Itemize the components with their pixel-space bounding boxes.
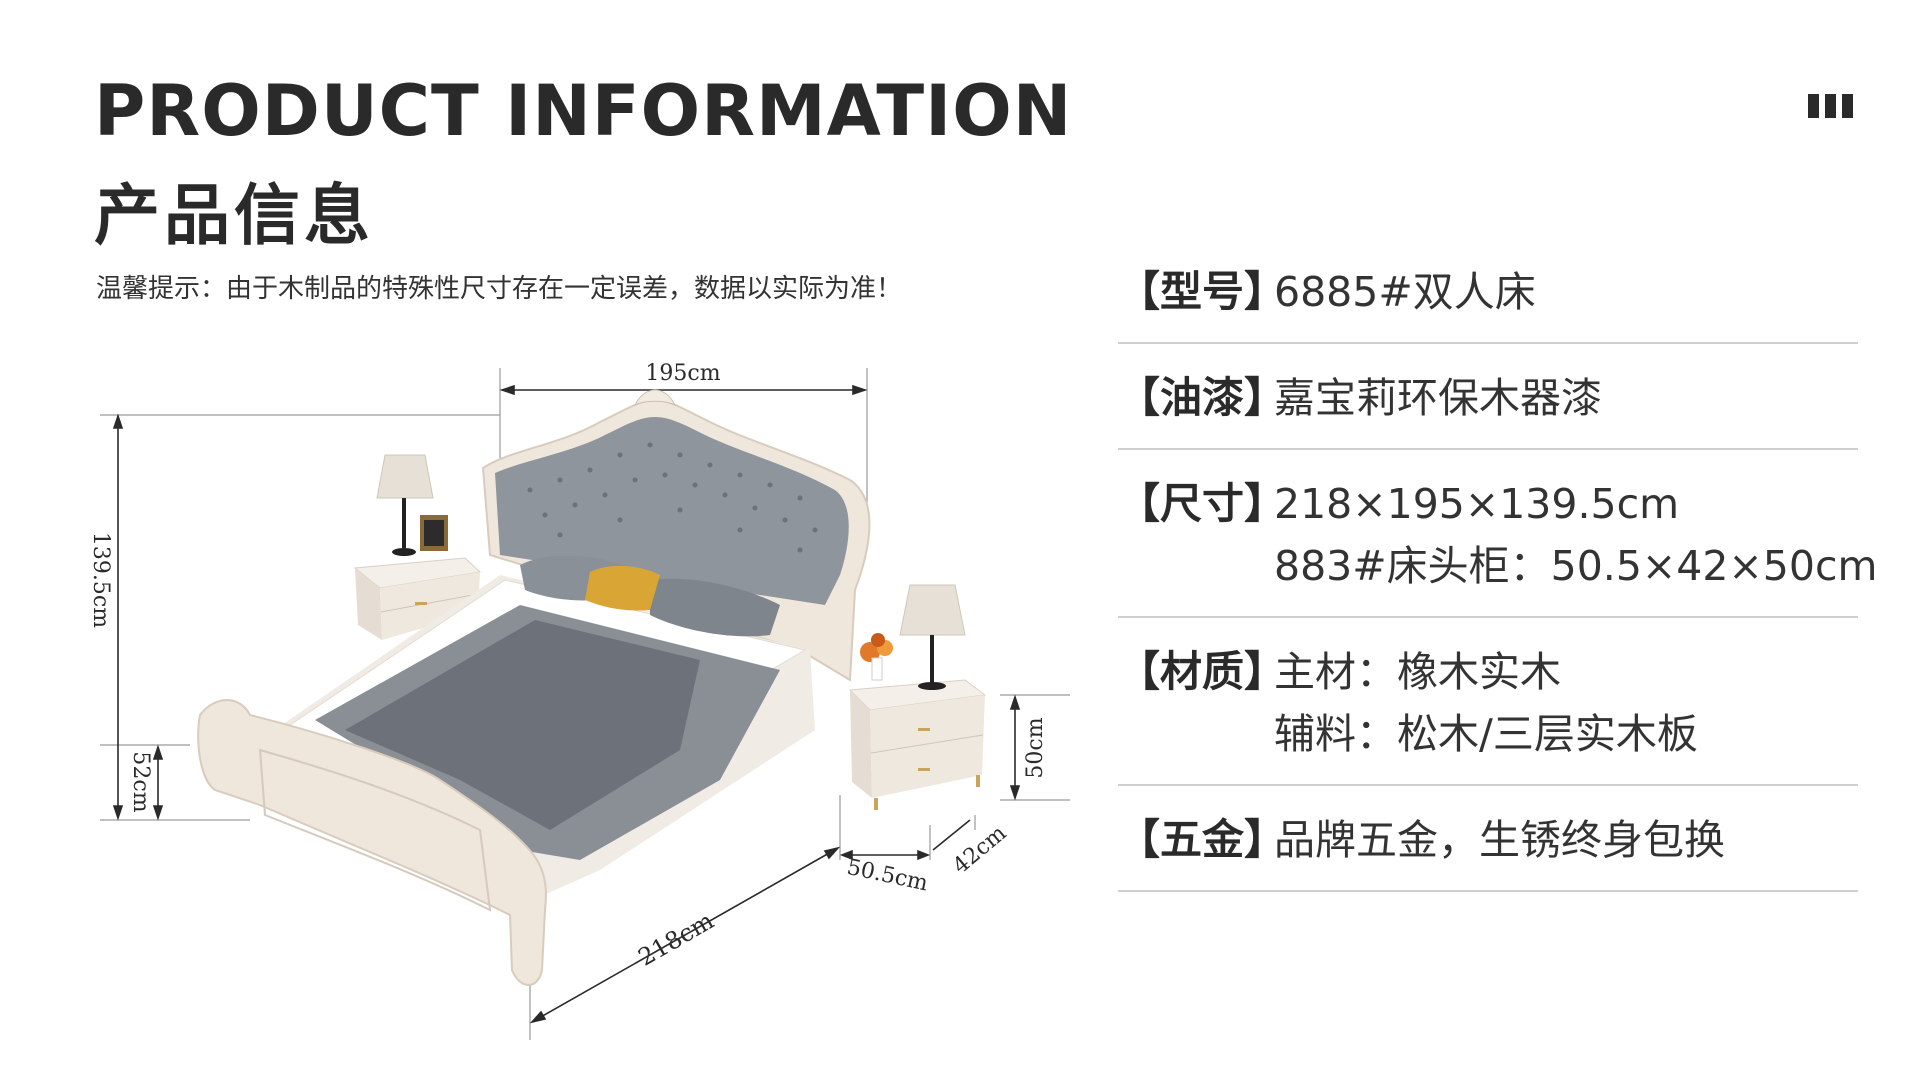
dim-width-label: 195cm (645, 361, 720, 386)
left-nightstand (353, 454, 482, 640)
spec-value: 883#床头柜：50.5×42×50cm (1274, 542, 1878, 590)
bed-frame (197, 555, 815, 986)
menu-bars-icon (1808, 94, 1853, 118)
dim-length-line (531, 847, 839, 1023)
right-nightstand (848, 584, 987, 810)
spec-value: 6885#双人床 (1274, 268, 1536, 316)
notice-text: 温馨提示：由于木制品的特殊性尺寸存在一定误差，数据以实际为准！ (96, 274, 903, 304)
product-illustration: 195cm 139.5cm 52cm 218cm 50.5cm 42cm 50c… (88, 361, 1070, 1040)
spec-row-hardware: 【五金】 品牌五金，生锈终身包换 (1118, 786, 1858, 892)
spec-row-model: 【型号】 6885#双人床 (1118, 248, 1858, 344)
spec-row-size: 【尺寸】 218×195×139.5cm 883#床头柜：50.5×42×50c… (1118, 450, 1877, 618)
spec-label: 【油漆】 (1118, 373, 1287, 422)
spec-row-paint: 【油漆】 嘉宝莉环保木器漆 (1118, 344, 1858, 450)
dim-nightstand-width-label: 50.5cm (845, 855, 931, 897)
spec-label: 【材质】 (1118, 647, 1287, 696)
spec-label: 【五金】 (1118, 815, 1287, 864)
spec-value: 主材：橡木实木 (1274, 648, 1561, 696)
page-title-en: PRODUCT INFORMATION (94, 70, 1073, 152)
dim-nightstand-height-label: 50cm (1023, 717, 1048, 778)
spec-label: 【型号】 (1118, 267, 1287, 316)
spec-row-material: 【材质】 主材：橡木实木 辅料：松木/三层实木板 (1118, 618, 1858, 786)
page-title-cn: 产品信息 (94, 177, 374, 254)
spec-value: 辅料：松木/三层实木板 (1274, 710, 1698, 758)
dim-length-label: 218cm (633, 906, 718, 971)
dim-nightstand-depth-line (932, 819, 971, 851)
spec-label: 【尺寸】 (1118, 479, 1287, 528)
dim-height-label: 139.5cm (88, 532, 113, 628)
spec-value: 品牌五金，生锈终身包换 (1274, 816, 1725, 864)
spec-table: 【型号】 6885#双人床 【油漆】 嘉宝莉环保木器漆 【尺寸】 218×195… (1118, 248, 1877, 892)
spec-value: 嘉宝莉环保木器漆 (1274, 374, 1602, 422)
dim-bedheight-label: 52cm (128, 751, 153, 812)
spec-value: 218×195×139.5cm (1274, 480, 1680, 528)
